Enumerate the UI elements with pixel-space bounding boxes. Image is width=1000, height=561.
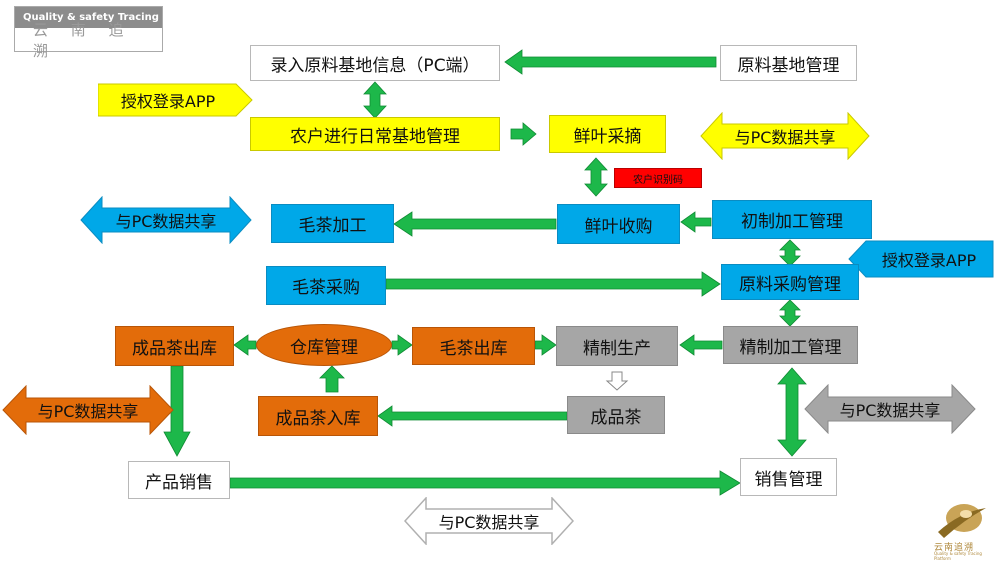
arrow-out-to-sales	[163, 365, 191, 457]
arrow-sales-to-mgmt	[229, 470, 741, 496]
box-daily-mgmt: 农户进行日常基地管理	[250, 117, 500, 151]
box-product-sales: 产品销售	[128, 461, 230, 499]
arrow-warehouse-to-maochaout	[391, 334, 413, 356]
share-tag-orange	[2, 385, 174, 435]
arrow-daily-to-pick	[510, 122, 537, 146]
box-sales-mgmt: 销售管理	[740, 458, 837, 496]
share-label-white: 与PC数据共享	[438, 513, 540, 532]
logo-text: 云南追溯	[934, 543, 975, 553]
box-farmer-code: 农户识别码	[614, 168, 702, 188]
auth-login-tag-left	[98, 83, 253, 117]
arrow-refine-sales	[777, 367, 807, 457]
auth-login-tag-right	[848, 240, 994, 278]
arrow-initial-material	[779, 239, 801, 267]
arrow-refinemgmt-to-prod	[679, 334, 723, 356]
header-brand: Quality & safety Tracing 云 南 追 溯	[14, 6, 163, 60]
arrow-pick-code	[584, 157, 608, 197]
box-finished-out: 成品茶出库	[115, 326, 234, 366]
arrow-maocha-to-material	[385, 271, 721, 297]
arrow-initial-to-buy	[680, 211, 712, 233]
arrow-buy-to-process	[393, 211, 557, 237]
box-refine-mgmt: 精制加工管理	[723, 326, 858, 364]
arrow-base-mgmt-to-info	[504, 49, 717, 75]
arrow-material-refine	[779, 299, 801, 327]
box-base-info: 录入原料基地信息（PC端）	[250, 45, 500, 81]
arrow-maochaout-to-prod	[534, 334, 557, 356]
share-label-yellow: 与PC数据共享	[734, 128, 836, 147]
auth-login-label-left: 授权登录APP	[120, 92, 216, 111]
box-material-buy: 原料采购管理	[721, 264, 859, 300]
brand-logo-icon	[938, 504, 986, 538]
box-finished-in: 成品茶入库	[258, 396, 378, 436]
arrow-tea-to-in	[377, 405, 568, 427]
box-warehouse: 仓库管理	[256, 324, 392, 366]
box-maocha-process: 毛茶加工	[271, 204, 394, 243]
arrow-in-to-warehouse	[319, 365, 345, 393]
box-maocha-out: 毛茶出库	[412, 327, 535, 365]
arrow-info-daily	[363, 81, 387, 119]
box-maocha-buy: 毛茶采购	[266, 266, 386, 305]
share-label-orange: 与PC数据共享	[37, 402, 139, 421]
box-refine-prod: 精制生产	[556, 326, 678, 366]
share-tag-gray	[804, 384, 976, 434]
share-label-blue: 与PC数据共享	[115, 212, 217, 231]
box-finished-tea: 成品茶	[567, 396, 665, 434]
box-fresh-pick: 鲜叶采摘	[549, 115, 666, 153]
logo-subtext: Quality & safety Tracing Platform	[934, 551, 982, 561]
arrow-prod-to-tea	[605, 371, 629, 391]
share-label-gray: 与PC数据共享	[839, 401, 941, 420]
share-tag-white	[404, 497, 574, 545]
share-tag-yellow	[700, 112, 870, 160]
box-initial-process: 初制加工管理	[712, 200, 872, 239]
box-fresh-buy: 鲜叶收购	[557, 204, 680, 244]
auth-login-label-right: 授权登录APP	[881, 251, 977, 270]
box-base-mgmt: 原料基地管理	[720, 45, 857, 81]
share-tag-blue	[80, 196, 252, 244]
arrow-warehouse-to-out	[233, 334, 257, 356]
header-title: Quality & safety Tracing	[15, 7, 162, 28]
